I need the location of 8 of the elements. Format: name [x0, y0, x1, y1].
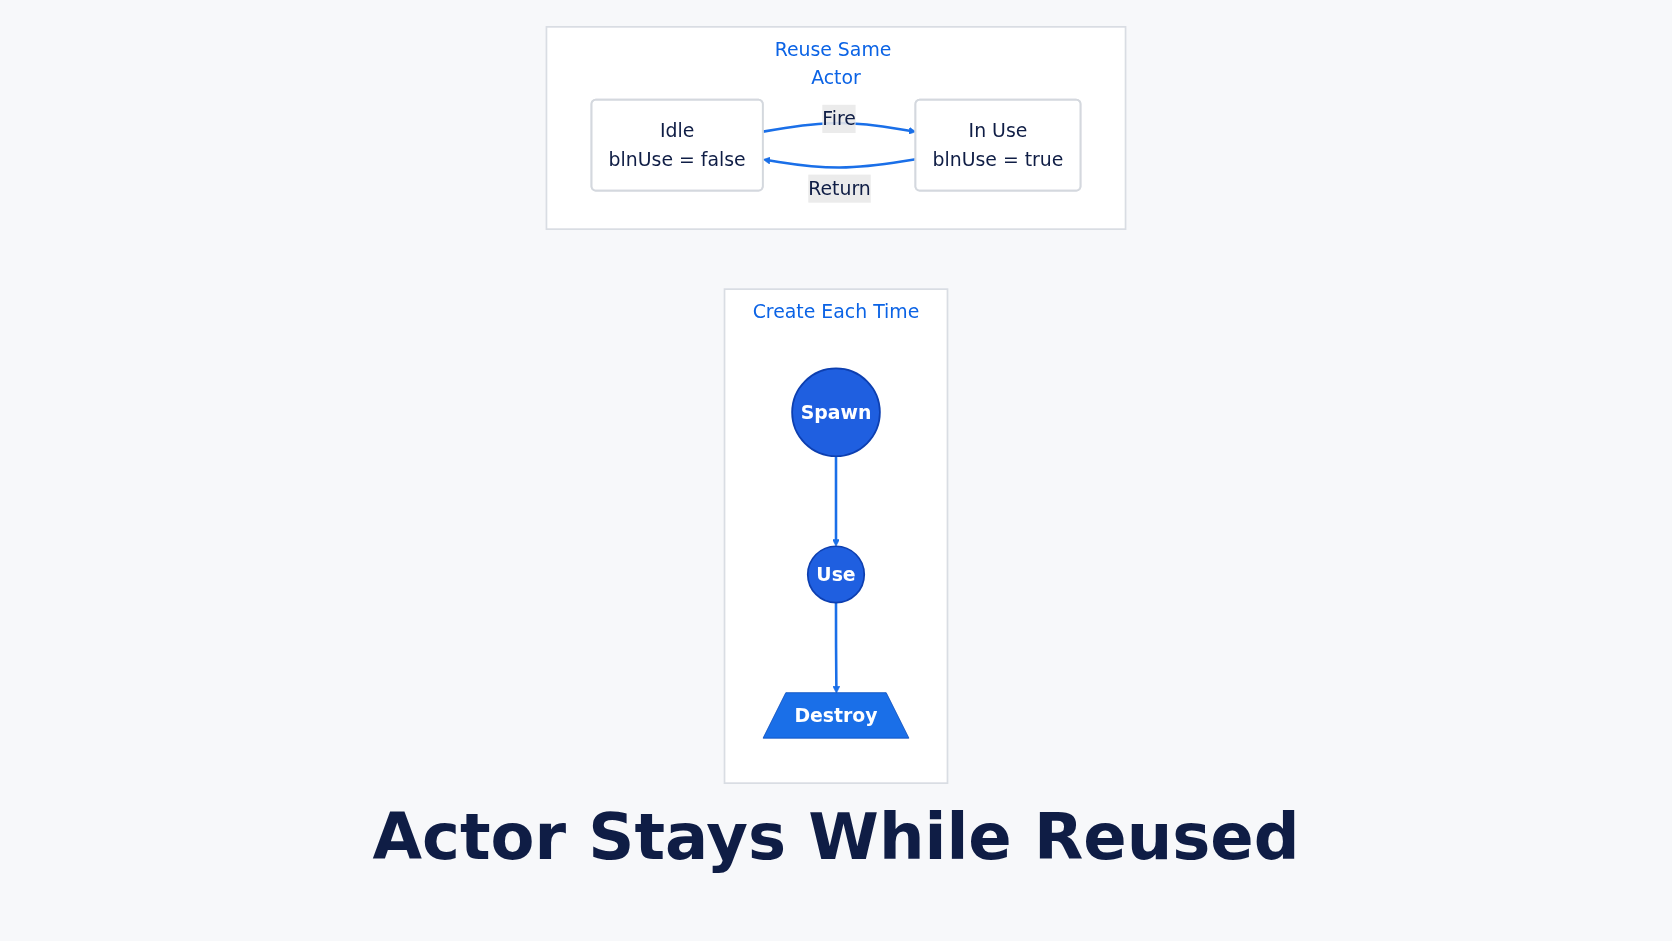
- edge-label: Fire: [822, 108, 856, 130]
- node-circle: Use: [806, 545, 866, 604]
- edge-label: Return: [808, 177, 871, 200]
- arrow: [832, 602, 841, 694]
- node-circle: Spawn: [791, 367, 881, 458]
- caption: Actor Stays While Reused: [371, 800, 1301, 874]
- arrow: [832, 456, 840, 547]
- arrow: [762, 156, 916, 169]
